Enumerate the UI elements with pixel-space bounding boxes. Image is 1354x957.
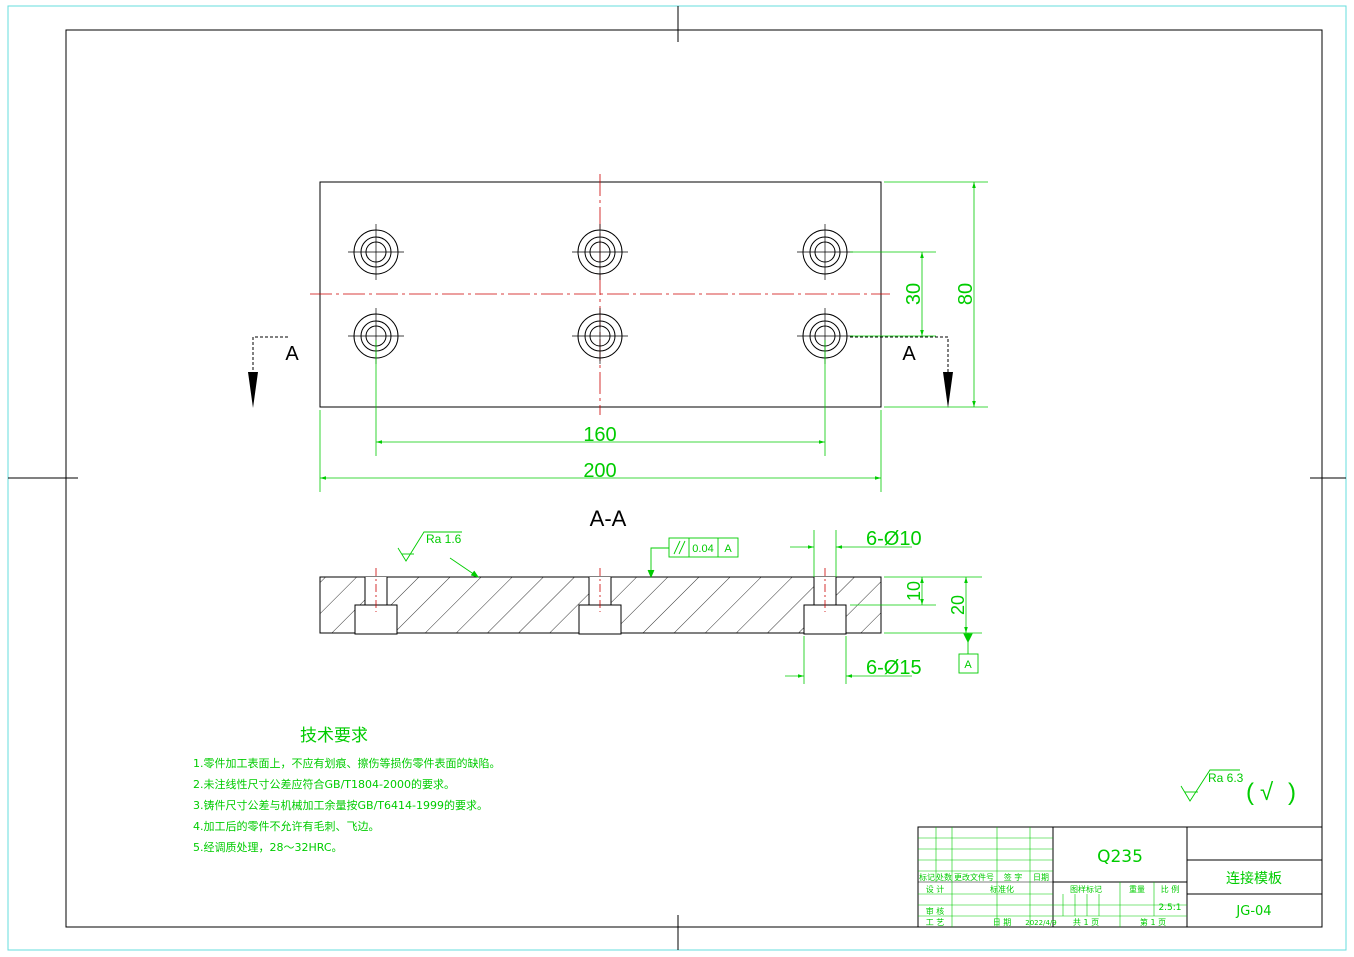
tb-lbl-weight: 重量 bbox=[1129, 884, 1145, 894]
datum-symbol bbox=[958, 633, 979, 674]
tb-total-pages: 共 1 页 bbox=[1073, 918, 1099, 927]
title-block bbox=[917, 826, 1323, 928]
section-cut-mark-left bbox=[248, 336, 288, 408]
general-roughness-bracket-close: ) bbox=[1288, 779, 1296, 806]
section-cut-mark-right bbox=[850, 336, 953, 408]
notes-heading: 技术要求 bbox=[300, 726, 368, 746]
section-hole-centerlines bbox=[375, 568, 826, 612]
dim-10-label: 10 bbox=[904, 581, 924, 601]
hole-small-dim bbox=[790, 530, 912, 577]
thickness-dims bbox=[850, 576, 982, 634]
tb-hdr-date: 日期 bbox=[1033, 873, 1049, 882]
tb-lbl-standard: 标准化 bbox=[990, 884, 1014, 894]
note-item-5: 5.经调质处理，28～32HRC。 bbox=[193, 841, 343, 854]
roughness-top-label: Ra 1.6 bbox=[426, 532, 462, 546]
tolerance-value: 0.04 bbox=[692, 543, 713, 555]
general-roughness-value: Ra 6.3 bbox=[1208, 771, 1244, 785]
section-mark-left-label: A bbox=[285, 343, 299, 365]
sheet-inner-border bbox=[65, 29, 1323, 928]
hole-5 bbox=[572, 308, 628, 364]
tb-lbl-scale: 比 例 bbox=[1161, 884, 1180, 894]
tb-date: 2022/4/9 bbox=[1025, 919, 1056, 927]
tb-page-no: 第 1 页 bbox=[1140, 917, 1166, 927]
dim-20-label: 20 bbox=[948, 595, 968, 615]
dim-30-label: 30 bbox=[903, 283, 925, 305]
dim-200-label: 200 bbox=[583, 460, 616, 482]
tolerance-frame bbox=[647, 537, 739, 579]
tb-lbl-review: 审 核 bbox=[926, 906, 945, 916]
hole-3 bbox=[797, 224, 853, 280]
note-item-4: 4.加工后的零件不允许有毛刺、飞边。 bbox=[193, 819, 380, 833]
dimension-lines bbox=[320, 182, 976, 480]
general-roughness-bracket-open: ( bbox=[1246, 779, 1254, 806]
tb-drawing-no: JG-04 bbox=[1235, 904, 1271, 919]
hole-2 bbox=[572, 224, 628, 280]
tb-hdr-mark: 标记 bbox=[919, 872, 935, 882]
datum-label: A bbox=[964, 659, 972, 671]
dim-160-label: 160 bbox=[583, 424, 616, 446]
tb-hdr-count: 处数 bbox=[936, 872, 952, 882]
hole-large-dim bbox=[785, 636, 912, 684]
section-holes bbox=[354, 577, 847, 635]
general-roughness-symbol bbox=[1180, 769, 1240, 802]
tb-part-name: 连接模板 bbox=[1226, 870, 1282, 887]
tb-hdr-sign: 签 字 bbox=[1004, 872, 1023, 882]
counterbore-holes bbox=[348, 224, 853, 364]
hole-small-label: 6-Ø10 bbox=[866, 528, 922, 550]
hole-1 bbox=[348, 224, 404, 280]
tb-material: Q235 bbox=[1097, 847, 1143, 867]
tb-lbl-date: 日 期 bbox=[993, 918, 1012, 927]
note-item-2: 2.未注线性尺寸公差应符合GB/T1804-2000的要求。 bbox=[193, 777, 455, 791]
centering-marks bbox=[8, 6, 1346, 950]
centerlines bbox=[310, 174, 890, 415]
tb-scale: 2.5:1 bbox=[1158, 903, 1181, 913]
roughness-symbol-top bbox=[397, 531, 480, 578]
tb-hdr-change-doc: 更改文件号 bbox=[954, 872, 994, 882]
dim-80-label: 80 bbox=[955, 283, 977, 305]
note-item-3: 3.铸件尺寸公差与机械加工余量按GB/T6414-1999的要求。 bbox=[193, 798, 488, 812]
tb-lbl-design: 设 计 bbox=[926, 884, 945, 894]
section-title: A-A bbox=[590, 506, 627, 531]
tolerance-datum: A bbox=[724, 543, 732, 555]
section-mark-right-label: A bbox=[902, 343, 916, 365]
tb-lbl-process: 工 艺 bbox=[926, 918, 945, 927]
hole-large-label: 6-Ø15 bbox=[866, 657, 922, 679]
tb-lbl-stage-mark: 图样标记 bbox=[1070, 884, 1102, 894]
general-roughness-check: √ bbox=[1260, 779, 1274, 806]
plate-outline-top bbox=[319, 181, 882, 408]
note-item-1: 1.零件加工表面上，不应有划痕、擦伤等损伤零件表面的缺陷。 bbox=[193, 756, 501, 770]
